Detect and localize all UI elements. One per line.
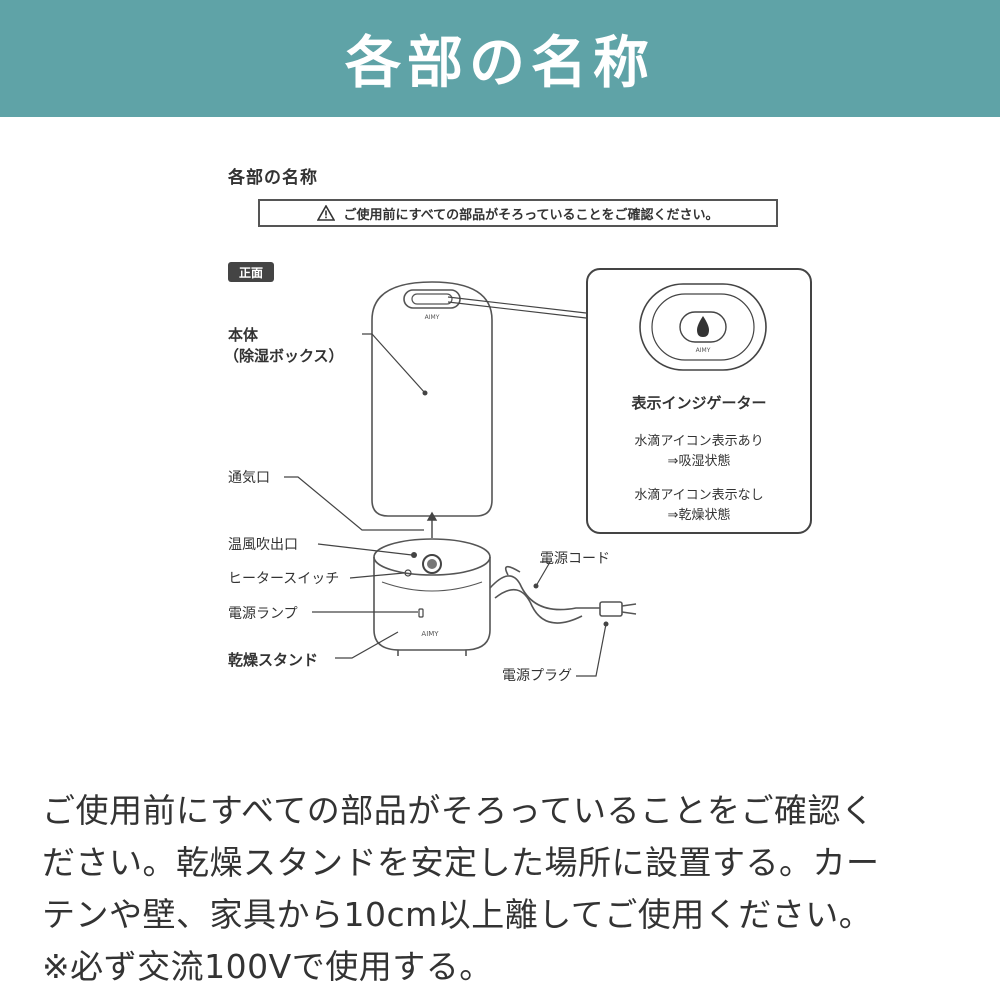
description-line-2: ださい。乾燥スタンドを安定した場所に設置する。カー: [42, 843, 880, 882]
description-text: ご使用前にすべての部品がそろっていることをご確認く ださい。乾燥スタンドを安定し…: [42, 785, 972, 993]
description-line-3: テンや壁、家具から10cm以上離してご使用ください。: [42, 895, 873, 934]
power-cord-illustration: [489, 565, 637, 624]
caution-text: ご使用前にすべての部品がそろっていることをご確認ください。: [343, 207, 719, 223]
body-brand-logo: AIMY: [425, 314, 440, 321]
label-main-body: 本体: [228, 326, 259, 344]
power-cord-point: [533, 583, 539, 589]
description-line-1: ご使用前にすべての部品がそろっていることをご確認く: [42, 791, 875, 830]
label-heater-switch: ヒータースイッチ: [228, 571, 340, 587]
stand-brand-logo: AIMY: [421, 630, 439, 638]
front-view-tag: 正面: [228, 262, 274, 282]
main-body-illustration: [371, 281, 493, 517]
label-main-body-sub: （除湿ボックス）: [224, 347, 344, 365]
heater-knob-illustration: [422, 554, 442, 574]
indicator-callout: 表示インジゲーター 水滴アイコン表示あり ⇒吸湿状態 水滴アイコン表示なし ⇒乾…: [586, 268, 812, 534]
description-line-4: ※必ず交流100Vで使用する。: [42, 947, 493, 986]
section-title: 各部の名称: [228, 168, 318, 188]
callout-line-2: ⇒吸湿状態: [667, 454, 731, 469]
warm-air-outlet-point: [411, 552, 417, 558]
banner-title: 各部の名称: [345, 31, 655, 96]
leader-lines: [284, 296, 607, 677]
callout-title: 表示インジゲーター: [631, 394, 767, 412]
callout-line-4: ⇒乾燥状態: [667, 508, 731, 523]
warning-triangle-icon: [317, 204, 336, 221]
label-power-plug: 電源プラグ: [502, 668, 572, 684]
header-banner: 各部の名称: [0, 0, 1000, 117]
label-drying-stand: 乾燥スタンド: [228, 651, 319, 669]
label-warm-air-outlet: 温風吹出口: [228, 537, 298, 553]
vent-arrow: [426, 511, 438, 538]
callout-line-3: 水滴アイコン表示なし: [634, 488, 764, 503]
drying-stand-illustration: [373, 538, 491, 656]
power-plug-point: [603, 621, 609, 627]
label-power-cord: 電源コード: [540, 551, 610, 567]
indicator-illustration: [639, 283, 767, 371]
power-lamp-point: [418, 608, 424, 618]
label-power-lamp: 電源ランプ: [228, 606, 298, 622]
water-drop-icon: [697, 316, 709, 337]
label-vent: 通気口: [228, 470, 270, 486]
heater-switch-point: [404, 569, 412, 577]
indicator-brand-logo: AIMY: [696, 347, 711, 354]
callout-line-1: 水滴アイコン表示あり: [634, 434, 764, 449]
caution-box: ご使用前にすべての部品がそろっていることをご確認ください。: [258, 199, 778, 227]
